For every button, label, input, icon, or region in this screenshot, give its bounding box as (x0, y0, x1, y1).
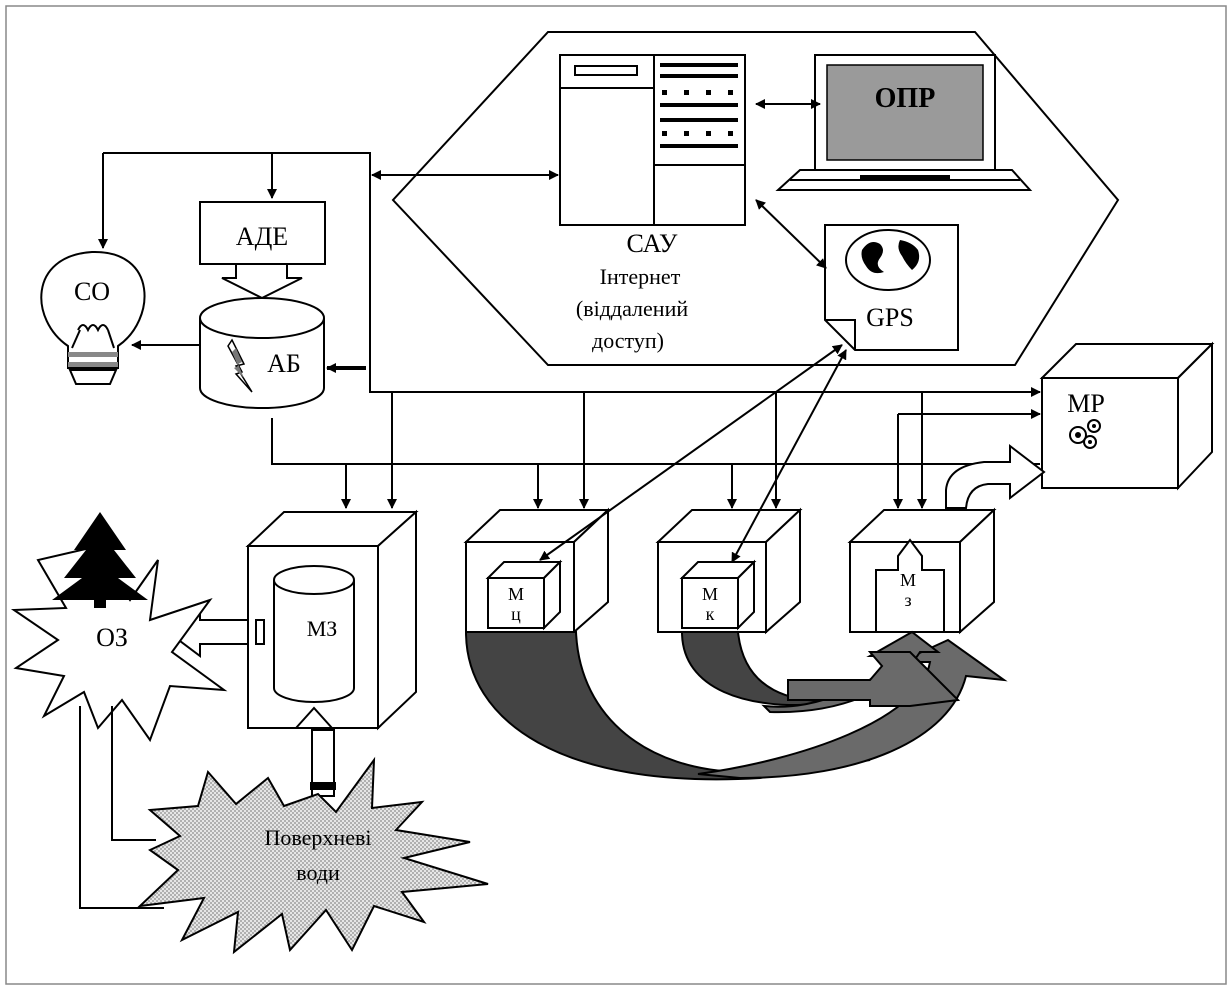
mc-unit (463, 507, 611, 635)
surface-waters-burst (137, 756, 489, 955)
mz2-to-mr-arrow (945, 443, 1046, 509)
mz-to-waters-pipe (310, 729, 336, 797)
mk-unit (655, 507, 803, 635)
mz-cabinet (245, 509, 419, 731)
frame-border (5, 5, 1227, 985)
oz-label: ОЗ (96, 623, 128, 652)
mz-label: МЗ (307, 616, 338, 641)
mk-label-m: М (702, 584, 718, 604)
light-bulb-icon (40, 250, 146, 385)
mc-label-m: М (508, 584, 524, 604)
waters-label-line2: води (296, 860, 340, 885)
loop-inner (111, 706, 156, 841)
mz2-label-m: М (900, 570, 916, 590)
mz2-label-sub: з (904, 590, 911, 610)
ab-label: АБ (267, 349, 301, 378)
internet-hexagon (391, 31, 1120, 366)
laptop-icon (775, 54, 1033, 191)
return-flow-head (787, 651, 961, 707)
mr-box (1039, 341, 1215, 491)
gps-label: GPS (866, 303, 914, 332)
mz2-unit (847, 507, 997, 635)
mk-label-sub: к (706, 604, 715, 624)
internet-label-line2: (віддалений (576, 296, 688, 321)
so-label: СО (74, 277, 110, 306)
ab-bus-line (271, 418, 1000, 465)
battery-cylinder (199, 297, 325, 409)
ade-label: АДЕ (236, 222, 288, 251)
globe-icon (845, 229, 931, 291)
mc-label-sub: ц (511, 604, 521, 624)
server-cabinet-icon (559, 54, 746, 226)
internet-label-line1: Інтернет (600, 264, 681, 289)
sau-label: САУ (627, 229, 679, 258)
ade-to-ab-arrow (221, 263, 303, 300)
tree-icon (52, 512, 148, 608)
internet-label-line3: доступ) (592, 328, 664, 353)
loop-outer (79, 706, 164, 909)
sau-gps-link (755, 199, 827, 269)
waters-label-line1: Поверхневі (265, 825, 372, 850)
gears-icon (1069, 419, 1101, 449)
mr-label: МР (1067, 389, 1105, 418)
gps-mk-link (731, 349, 847, 563)
opr-label: ОПР (875, 83, 936, 114)
lightning-icon (227, 338, 253, 393)
